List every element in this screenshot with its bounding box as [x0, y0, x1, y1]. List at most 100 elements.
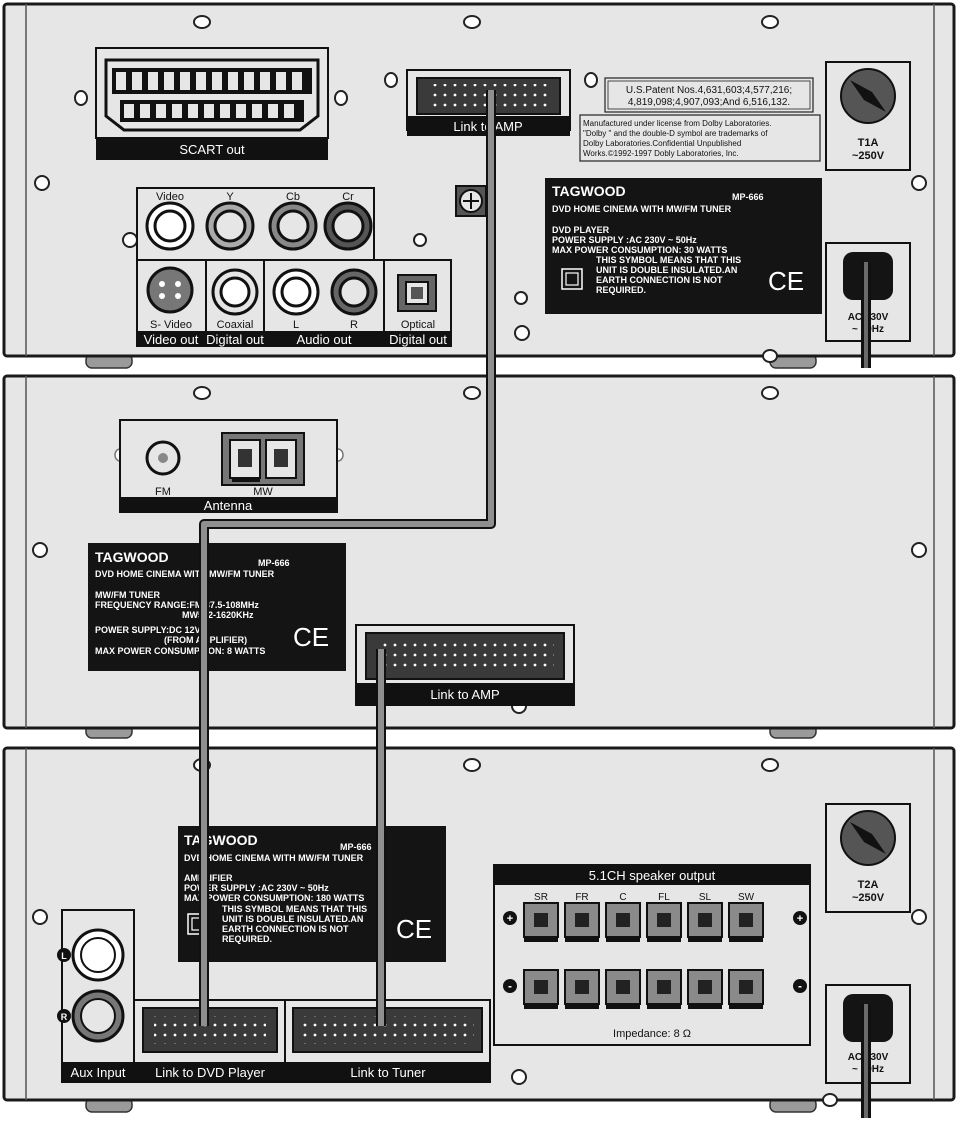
mw-antenna-terminal[interactable]: MW: [221, 432, 305, 498]
dolby-line-3: Dolby Laboratories.Confidential Unpublis…: [583, 139, 741, 148]
link-to-dvd-connector[interactable]: Link to DVD Player: [142, 1007, 278, 1080]
speaker-channel-label: SW: [738, 892, 755, 903]
link-to-dvd-label: Link to DVD Player: [155, 1065, 265, 1080]
speaker-terminal-sl-minus[interactable]: [687, 969, 723, 1009]
optical-jack-label: Optical: [401, 319, 435, 331]
amp-plate-subtitle: DVD HOME CINEMA WITH MW/FM TUNER: [184, 853, 364, 863]
video-jack[interactable]: Video: [145, 191, 195, 251]
dvd-plate-brand: TAGWOOD: [552, 183, 626, 199]
dvd-plate-line-3: THIS SYMBOL MEANS THAT THIS: [596, 255, 741, 265]
speaker-terminal-sr-plus[interactable]: [523, 902, 559, 942]
tuner-plate-line-2: MW522-1620KHz: [182, 610, 254, 620]
amp-plate-line-2: MAX POWER CONSUMPTION: 180 WATTS: [184, 893, 364, 903]
coaxial-jack-label: Coaxial: [217, 319, 254, 331]
aux-r-label: R: [61, 1012, 68, 1022]
dvd-hole: [584, 72, 598, 88]
tuner-plate-line-5: MAX POWER CONSUMPTION: 8 WATTS: [95, 646, 265, 656]
speaker-terminal-sl-plus[interactable]: [687, 902, 723, 942]
dvd-plate-subtitle: DVD HOME CINEMA WITH MW/FM TUNER: [552, 204, 732, 214]
dolby-license-box: Manufactured under license from Dolby La…: [579, 114, 821, 162]
speaker-minus-left: -: [508, 979, 512, 993]
fuse-slot-icon: [850, 80, 886, 112]
amp-plate-line-1: POWER SUPPLY :AC 230V ~ 50Hz: [184, 883, 329, 893]
speaker-terminal-fr-minus[interactable]: [564, 969, 600, 1009]
svideo-jack[interactable]: S- Video: [146, 266, 194, 331]
speaker-terminal-fr-plus[interactable]: [564, 902, 600, 942]
fm-antenna-jack[interactable]: FM: [145, 440, 181, 498]
dolby-line-4: Works.©1992-1997 Dobly Laboratories, Inc…: [583, 149, 739, 158]
tuner-link-amp-connector[interactable]: Link to AMP: [355, 624, 575, 706]
speaker-terminals: [523, 902, 764, 1009]
link-to-tuner-connector[interactable]: Link to Tuner: [292, 1007, 483, 1080]
cr-jack-label: Cr: [342, 191, 354, 203]
aux-l-label: L: [61, 951, 67, 961]
speaker-terminal-fl-minus[interactable]: [646, 969, 682, 1009]
dvd-plate-ce: CE: [768, 266, 804, 296]
cb-jack[interactable]: Cb: [268, 191, 318, 251]
coaxial-jack[interactable]: Coaxial: [211, 268, 259, 331]
speaker-terminal-sr-minus[interactable]: [523, 969, 559, 1009]
dvd-plate-section: DVD PLAYER: [552, 225, 610, 235]
audio-r-label: R: [350, 319, 358, 331]
dvd-hole: [463, 15, 481, 29]
amp-plate-line-6: REQUIRED.: [222, 934, 272, 944]
fm-label: FM: [155, 486, 171, 498]
speaker-terminal-fl-plus[interactable]: [646, 902, 682, 942]
group-audio-out: Audio out: [297, 332, 352, 347]
cr-jack[interactable]: Cr: [323, 191, 373, 251]
tuner-plate-ce: CE: [293, 622, 329, 652]
dvd-hole: [334, 90, 348, 106]
patent-line-2: 4,819,098;4,907,093;And 6,516,132.: [628, 97, 790, 108]
video-jack-label: Video: [156, 191, 184, 203]
tuner-plate-brand: TAGWOOD: [95, 549, 169, 565]
speaker-terminal-sw-minus[interactable]: [728, 969, 764, 1009]
speaker-channel-label: C: [619, 892, 626, 903]
tuner-plate-line-3: POWER SUPPLY:DC 12V: [95, 625, 201, 635]
scart-label: SCART out: [179, 142, 245, 157]
speaker-plus-left: +: [507, 913, 513, 925]
y-jack-label: Y: [226, 191, 234, 203]
audio-r-jack[interactable]: R: [330, 268, 378, 331]
speaker-terminal-c-plus[interactable]: [605, 902, 641, 942]
amp-fuse-rating: T2A: [858, 879, 879, 891]
speaker-channel-label: SL: [699, 892, 712, 903]
audio-l-jack[interactable]: L: [272, 268, 320, 331]
patent-line-1: U.S.Patent Nos.4,631,603;4,577,216;: [626, 85, 792, 96]
dvd-hole: [911, 175, 927, 191]
amp-fuse[interactable]: T2A ~250V: [825, 803, 911, 913]
dvd-hole: [761, 15, 779, 29]
speaker-terminal-c-minus[interactable]: [605, 969, 641, 1009]
speaker-output-title: 5.1CH speaker output: [589, 868, 716, 883]
aux-r-jack[interactable]: R: [57, 989, 125, 1043]
dvd-plate-line-4: UNIT IS DOUBLE INSULATED.AN: [596, 265, 737, 275]
scart-connector[interactable]: SCART out: [95, 47, 329, 160]
connector-icon: [455, 185, 487, 217]
speaker-terminal-sw-plus[interactable]: [728, 902, 764, 942]
dvd-fuse-rating: T1A: [858, 137, 879, 149]
dvd-hole: [514, 291, 528, 305]
dvd-hole: [514, 325, 530, 341]
link-to-tuner-label: Link to Tuner: [350, 1065, 426, 1080]
impedance-label: Impedance: 8 Ω: [613, 1028, 691, 1040]
amp-fuse-voltage: ~250V: [852, 892, 885, 904]
tuner-unit: Antenna FM MW TAGWOOD MP-666 DVD HOME CI…: [2, 374, 956, 739]
speaker-channel-label: FL: [658, 892, 670, 903]
link-cables: [199, 90, 496, 1026]
antenna-label: Antenna: [204, 498, 253, 513]
dvd-rating-plate: TAGWOOD MP-666 DVD HOME CINEMA WITH MW/F…: [545, 178, 822, 314]
dvd-hole: [384, 72, 398, 88]
dvd-plate-model: MP-666: [732, 192, 764, 202]
aux-l-jack[interactable]: L: [57, 928, 125, 982]
optical-jack[interactable]: Optical: [397, 274, 437, 331]
group-digital-out: Digital out: [206, 332, 264, 347]
dvd-fuse-voltage: ~250V: [852, 150, 885, 162]
dvd-fuse[interactable]: T1A ~250V: [825, 61, 911, 171]
dvd-hole: [413, 233, 427, 247]
dolby-line-2: "Dolby " and the double-D symbol are tra…: [583, 129, 768, 138]
y-jack[interactable]: Y: [205, 191, 255, 251]
speaker-channel-label: FR: [575, 892, 588, 903]
amplifier-unit: Aux Input L R Link to DVD Player: [2, 746, 956, 1118]
